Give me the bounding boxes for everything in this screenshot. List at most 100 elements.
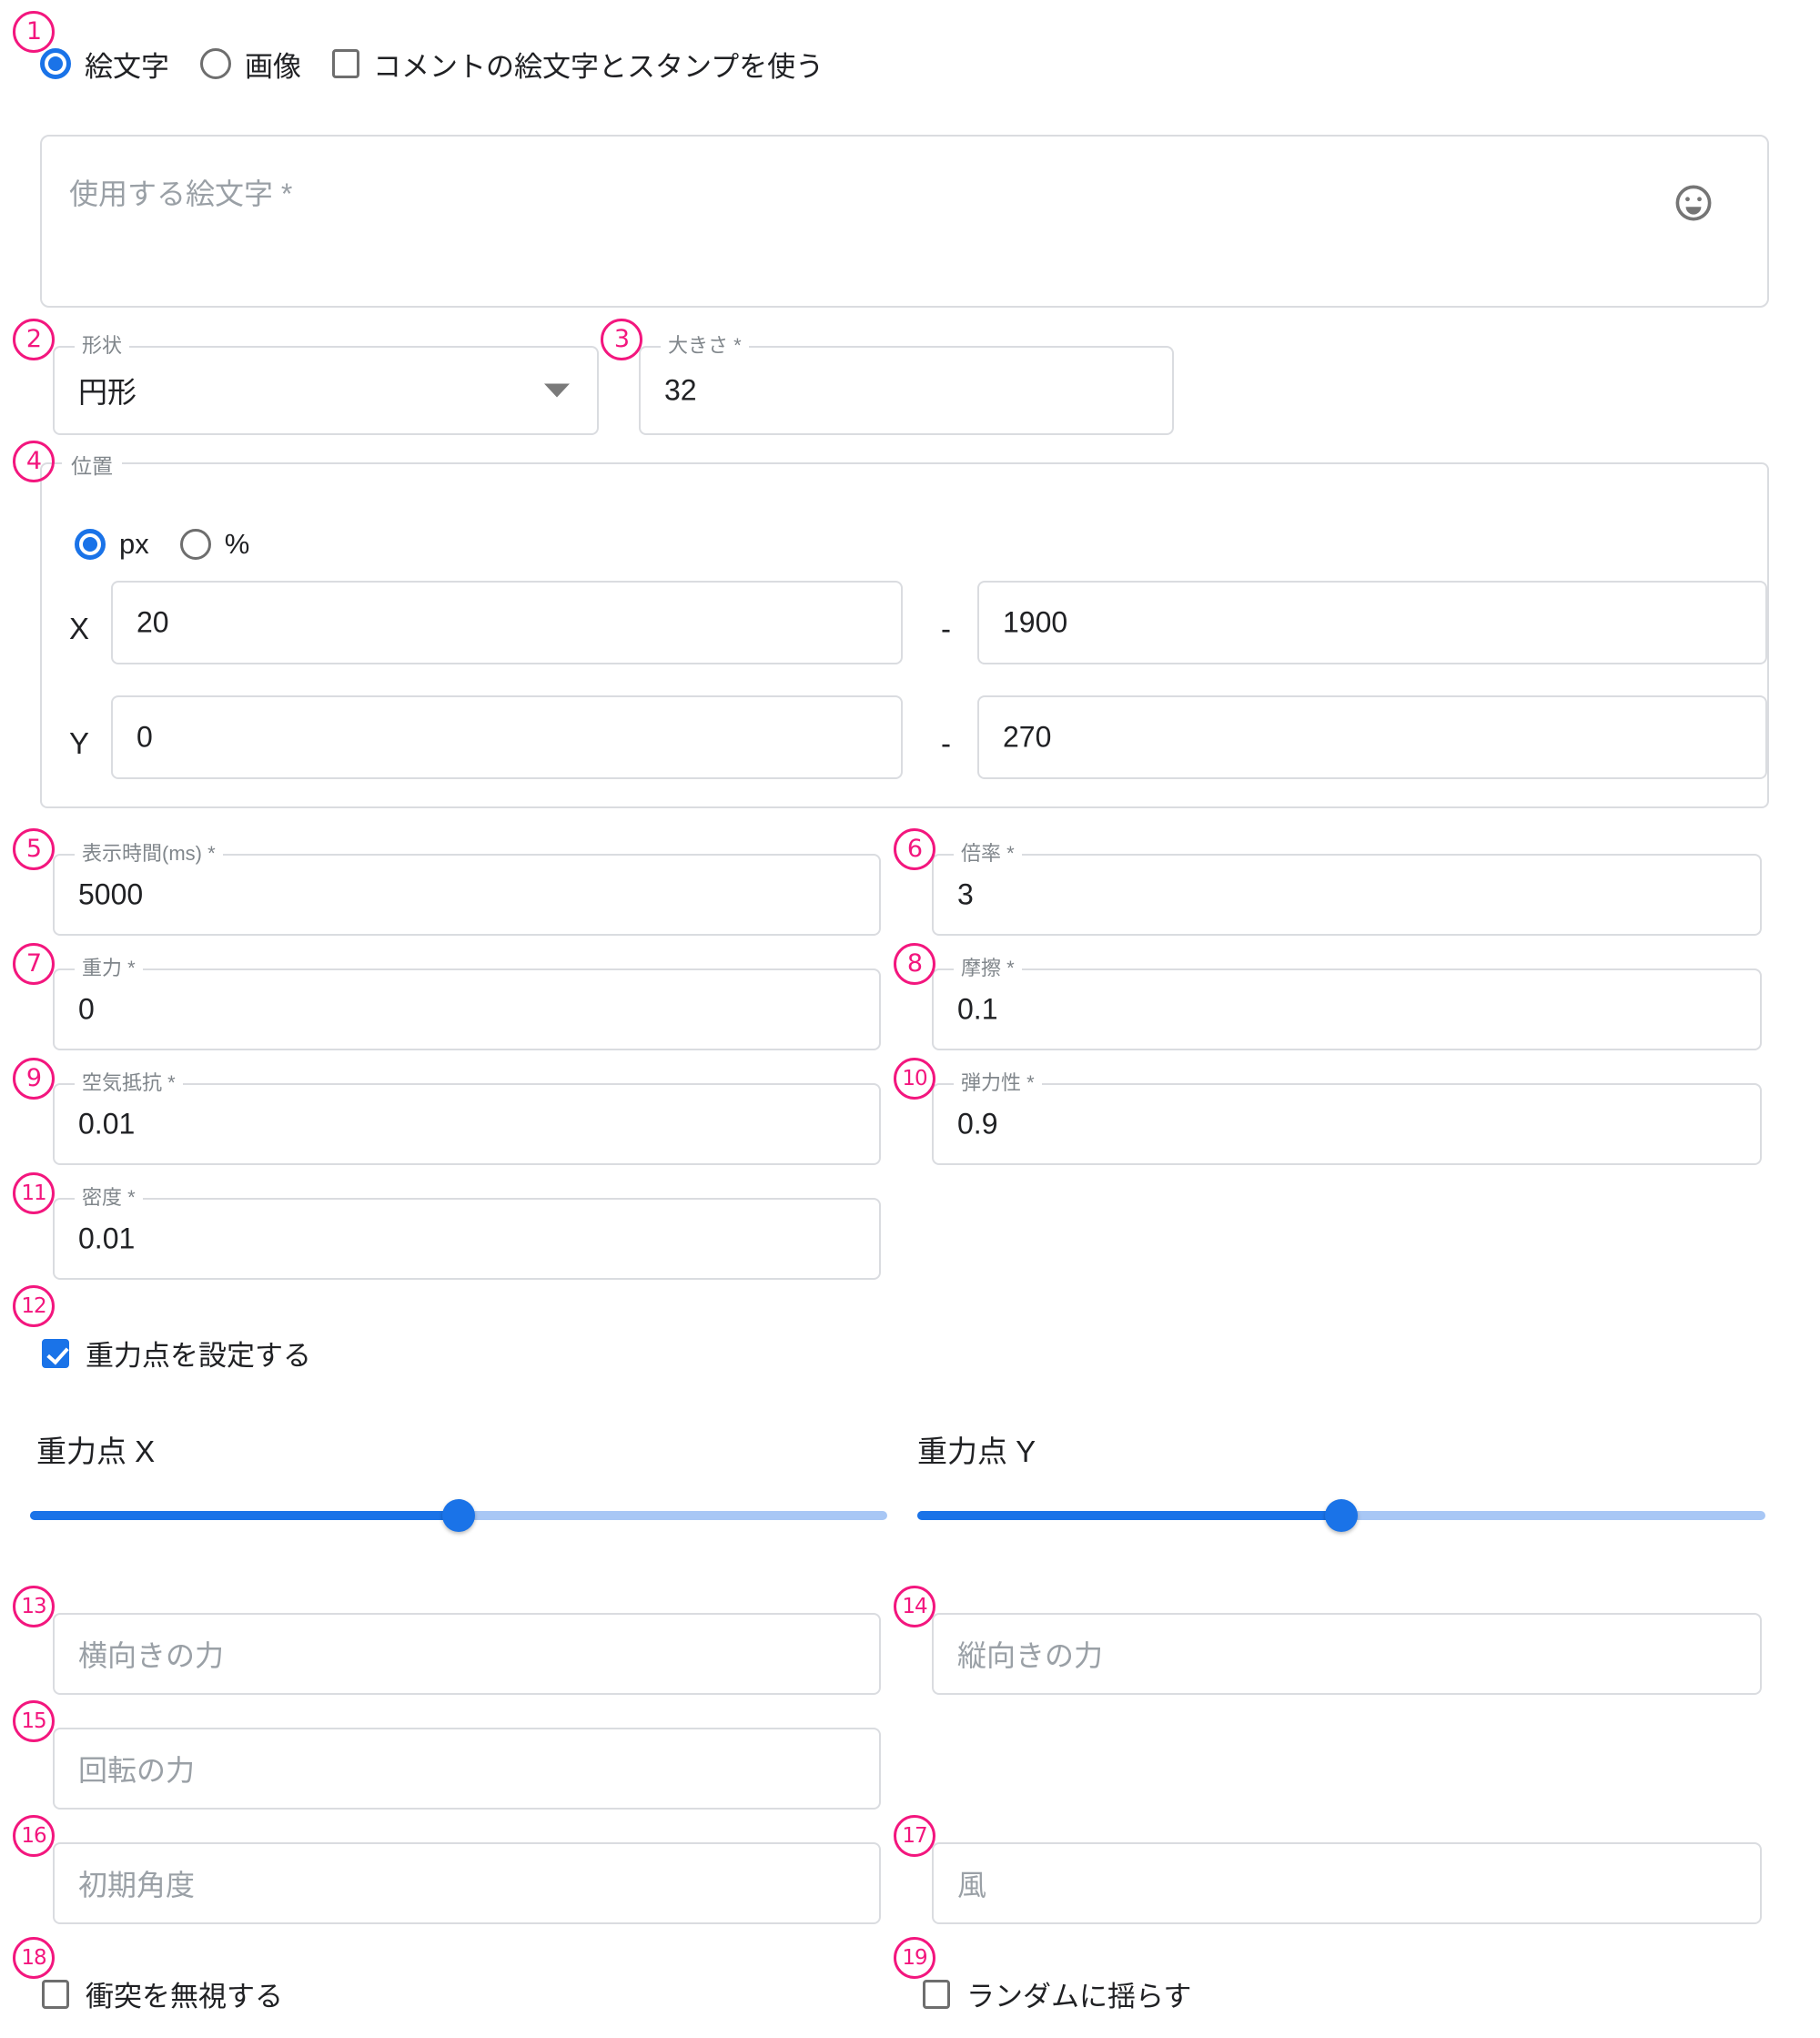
annotation-badge-17: 17 bbox=[894, 1815, 935, 1857]
annotation-badge-15: 15 bbox=[13, 1700, 55, 1742]
gravity-point-x-slider-thumb[interactable] bbox=[442, 1499, 475, 1532]
initial-angle-placeholder: 初期角度 bbox=[78, 1869, 196, 1901]
air-resistance-input[interactable]: 空気抵抗 * 0.01 bbox=[53, 1071, 881, 1165]
radio-option-emoji[interactable]: 絵文字 bbox=[40, 44, 169, 85]
density-input[interactable]: 密度 * 0.01 bbox=[53, 1186, 881, 1280]
position-fieldset: 位置 px % X 20 - 1900 Y 0 - 270 bbox=[40, 449, 1769, 808]
gravity-input[interactable]: 重力 * 0 bbox=[53, 957, 881, 1050]
annotation-badge-14: 14 bbox=[894, 1586, 935, 1627]
friction-input-legend: 摩擦 * bbox=[954, 957, 1022, 980]
size-input[interactable]: 大きさ * 32 bbox=[639, 334, 1174, 435]
torque-input[interactable]: 回転の力 bbox=[53, 1728, 881, 1810]
checkbox-random-shake-box[interactable] bbox=[923, 1979, 950, 2009]
annotation-badge-12: 12 bbox=[13, 1285, 55, 1327]
force-y-placeholder: 縦向きの力 bbox=[957, 1639, 1104, 1672]
source-type-row: 絵文字 画像 コメントの絵文字とスタンプを使う bbox=[40, 42, 854, 86]
annotation-badge-16: 16 bbox=[13, 1815, 55, 1857]
annotation-badge-18: 18 bbox=[13, 1937, 55, 1979]
radio-emoji-label: 絵文字 bbox=[85, 50, 169, 83]
checkbox-random-shake-label: ランダムに揺らす bbox=[966, 1981, 1192, 2013]
wind-placeholder: 風 bbox=[957, 1869, 987, 1901]
wind-input[interactable]: 風 bbox=[932, 1842, 1762, 1924]
torque-placeholder: 回転の力 bbox=[78, 1754, 196, 1787]
position-x-separator: - bbox=[941, 612, 951, 645]
shape-select-value: 円形 bbox=[78, 376, 137, 409]
gravity-input-value: 0 bbox=[78, 992, 95, 1026]
air-resistance-input-value: 0.01 bbox=[78, 1107, 136, 1141]
density-input-legend: 密度 * bbox=[75, 1186, 143, 1210]
gravity-input-legend: 重力 * bbox=[75, 957, 143, 980]
radio-option-percent[interactable]: % bbox=[179, 528, 250, 561]
force-x-input[interactable]: 横向きの力 bbox=[53, 1613, 881, 1695]
density-input-value: 0.01 bbox=[78, 1222, 136, 1255]
position-y-max-input[interactable]: 270 bbox=[977, 695, 1767, 779]
position-x-min-value: 20 bbox=[136, 605, 169, 639]
smiley-face-icon[interactable] bbox=[1673, 182, 1714, 224]
shape-select-legend: 形状 bbox=[75, 334, 130, 358]
checkbox-ignore-collision-box[interactable] bbox=[42, 1979, 69, 2009]
checkbox-gravity-point-box[interactable] bbox=[42, 1338, 69, 1368]
gravity-point-y-slider-fill bbox=[917, 1511, 1341, 1520]
position-x-min-input[interactable]: 20 bbox=[111, 581, 903, 664]
position-y-separator: - bbox=[941, 726, 951, 760]
annotation-badge-9: 9 bbox=[13, 1058, 55, 1100]
friction-input-value: 0.1 bbox=[957, 992, 998, 1026]
radio-option-image[interactable]: 画像 bbox=[200, 44, 301, 85]
position-x-max-input[interactable]: 1900 bbox=[977, 581, 1767, 664]
checkbox-ignore-collision[interactable]: 衝突を無視する bbox=[42, 1973, 283, 2014]
radio-emoji-icon[interactable] bbox=[40, 48, 71, 79]
size-input-legend: 大きさ * bbox=[661, 334, 749, 358]
checkbox-gravity-point-toggle[interactable]: 重力点を設定する bbox=[42, 1333, 311, 1374]
annotation-badge-13: 13 bbox=[13, 1586, 55, 1627]
restitution-input-value: 0.9 bbox=[957, 1107, 998, 1141]
air-resistance-input-legend: 空気抵抗 * bbox=[75, 1071, 183, 1095]
duration-input-value: 5000 bbox=[78, 877, 144, 911]
annotation-badge-7: 7 bbox=[13, 943, 55, 985]
radio-percent-icon[interactable] bbox=[179, 529, 211, 560]
checkbox-random-shake[interactable]: ランダムに揺らす bbox=[923, 1973, 1191, 2014]
emoji-textarea-placeholder: 使用する絵文字 * bbox=[69, 177, 293, 210]
position-y-max-value: 270 bbox=[1003, 720, 1052, 754]
duration-input-legend: 表示時間(ms) * bbox=[75, 842, 223, 866]
annotation-badge-10: 10 bbox=[894, 1058, 935, 1100]
position-unit-row: px % bbox=[75, 528, 280, 561]
position-x-max-value: 1900 bbox=[1003, 605, 1068, 639]
checkbox-gravity-point-label: 重力点を設定する bbox=[86, 1340, 311, 1372]
gravity-point-x-slider-fill bbox=[30, 1511, 459, 1520]
gravity-point-y-slider[interactable] bbox=[917, 1497, 1765, 1534]
scale-input-value: 3 bbox=[957, 877, 974, 911]
annotation-badge-1: 1 bbox=[13, 11, 55, 53]
checkbox-use-comment-emoji-box[interactable] bbox=[332, 49, 359, 78]
checkbox-use-comment-emoji-label: コメントの絵文字とスタンプを使う bbox=[373, 50, 824, 83]
restitution-input-legend: 弾力性 * bbox=[954, 1071, 1042, 1095]
radio-px-icon[interactable] bbox=[75, 529, 106, 560]
duration-input[interactable]: 表示時間(ms) * 5000 bbox=[53, 842, 881, 936]
position-x-label: X bbox=[69, 612, 90, 645]
gravity-point-x-label: 重力点 X bbox=[36, 1435, 156, 1468]
scale-input[interactable]: 倍率 * 3 bbox=[932, 842, 1762, 936]
chevron-down-icon[interactable] bbox=[544, 383, 570, 398]
annotation-badge-11: 11 bbox=[13, 1172, 55, 1214]
emoji-textarea[interactable]: 使用する絵文字 * bbox=[40, 135, 1769, 308]
restitution-input[interactable]: 弾力性 * 0.9 bbox=[932, 1071, 1762, 1165]
checkbox-use-comment-emoji[interactable]: コメントの絵文字とスタンプを使う bbox=[332, 44, 824, 85]
force-x-placeholder: 横向きの力 bbox=[78, 1639, 225, 1672]
annotation-badge-4: 4 bbox=[13, 441, 55, 482]
position-y-min-input[interactable]: 0 bbox=[111, 695, 903, 779]
radio-percent-label: % bbox=[224, 528, 250, 560]
size-input-value: 32 bbox=[664, 373, 697, 407]
checkbox-ignore-collision-label: 衝突を無視する bbox=[86, 1981, 283, 2013]
position-y-label: Y bbox=[69, 726, 90, 760]
shape-select[interactable]: 形状 円形 bbox=[53, 334, 599, 435]
force-y-input[interactable]: 縦向きの力 bbox=[932, 1613, 1762, 1695]
radio-option-px[interactable]: px bbox=[75, 528, 149, 561]
radio-image-icon[interactable] bbox=[200, 48, 231, 79]
annotation-badge-2: 2 bbox=[13, 319, 55, 360]
position-fieldset-legend: 位置 bbox=[62, 449, 122, 480]
annotation-badge-3: 3 bbox=[601, 319, 642, 360]
gravity-point-y-slider-thumb[interactable] bbox=[1325, 1499, 1358, 1532]
initial-angle-input[interactable]: 初期角度 bbox=[53, 1842, 881, 1924]
gravity-point-x-slider[interactable] bbox=[30, 1497, 887, 1534]
friction-input[interactable]: 摩擦 * 0.1 bbox=[932, 957, 1762, 1050]
